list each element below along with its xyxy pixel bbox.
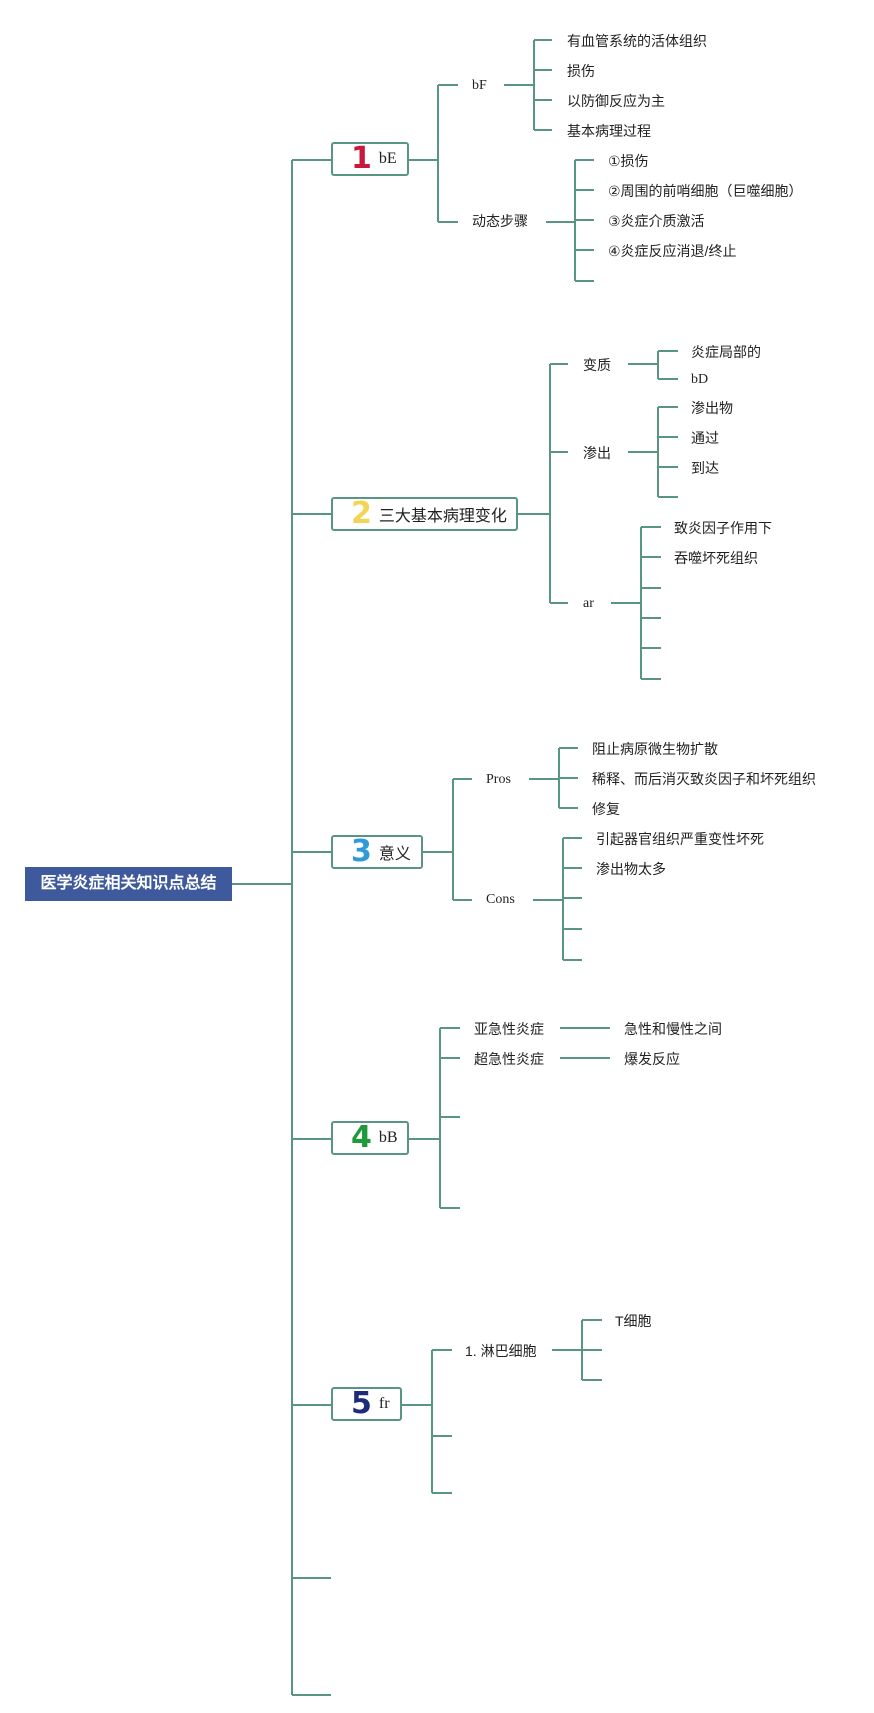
- subtopic-alteration[interactable]: 变质: [583, 357, 611, 373]
- leaf-item[interactable]: 炎症局部的: [691, 344, 761, 360]
- leaf-item[interactable]: 引起器官组织严重变性坏死: [596, 831, 764, 847]
- leaf-item[interactable]: bD: [691, 372, 709, 387]
- leaf-item[interactable]: ②周围的前哨细胞（巨噬细胞）: [608, 183, 803, 199]
- leaf-item[interactable]: 渗出物: [691, 400, 733, 416]
- number-1-icon: 1: [351, 141, 372, 176]
- leaf-item[interactable]: 爆发反应: [624, 1051, 680, 1067]
- topic-2-label: 三大基本病理变化: [378, 508, 507, 525]
- leaf-item[interactable]: 渗出物太多: [596, 861, 666, 877]
- subtopic-pros[interactable]: Pros: [486, 772, 511, 787]
- leaf-item[interactable]: 阻止病原微生物扩散: [592, 741, 718, 757]
- topic-1[interactable]: 1 bE: [331, 142, 409, 176]
- leaf-item[interactable]: 修复: [592, 801, 620, 817]
- topic-4[interactable]: 4 bB: [331, 1121, 409, 1155]
- topic-3[interactable]: 3 意义: [331, 835, 423, 869]
- leaf-item[interactable]: ③炎症介质激活: [608, 213, 705, 229]
- subtopic-hyperacute[interactable]: 超急性炎症: [474, 1051, 544, 1067]
- leaf-item[interactable]: 到达: [691, 460, 719, 476]
- subtopic-exudation[interactable]: 渗出: [583, 445, 611, 461]
- topic-4-label: bB: [378, 1129, 398, 1146]
- topic-3-label: 意义: [378, 846, 411, 863]
- leaf-item[interactable]: 稀释、而后消灭致炎因子和坏死组织: [592, 771, 816, 787]
- number-2-icon: 2: [351, 496, 372, 531]
- number-3-icon: 3: [351, 834, 372, 869]
- leaf-item[interactable]: 基本病理过程: [567, 123, 651, 139]
- number-4-icon: 4: [351, 1120, 372, 1155]
- leaf-item[interactable]: T细胞: [615, 1313, 652, 1329]
- leaf-item[interactable]: 吞噬坏死组织: [674, 550, 758, 566]
- number-5-icon: 5: [351, 1386, 372, 1421]
- leaf-item[interactable]: ④炎症反应消退/终止: [608, 243, 737, 259]
- topic-5[interactable]: 5 fr: [331, 1387, 402, 1421]
- topic-1-label: bE: [378, 150, 397, 167]
- leaf-item[interactable]: ①损伤: [608, 153, 649, 169]
- leaf-item[interactable]: 急性和慢性之间: [624, 1021, 722, 1037]
- leaf-item[interactable]: 损伤: [567, 63, 595, 79]
- topic-5-label: fr: [378, 1395, 390, 1412]
- leaf-item[interactable]: 通过: [691, 430, 719, 446]
- subtopic-subacute[interactable]: 亚急性炎症: [474, 1021, 544, 1037]
- leaf-item[interactable]: 有血管系统的活体组织: [567, 33, 707, 49]
- topic-2[interactable]: 2 三大基本病理变化: [331, 497, 518, 531]
- leaf-item[interactable]: 以防御反应为主: [567, 93, 665, 109]
- subtopic-lymphocyte[interactable]: 1. 淋巴细胞: [465, 1343, 537, 1359]
- subtopic-ar[interactable]: ar: [583, 596, 594, 611]
- subtopic-dynamic-steps[interactable]: 动态步骤: [472, 213, 528, 229]
- root-topic[interactable]: 医学炎症相关知识点总结: [25, 867, 232, 901]
- subtopic-bf[interactable]: bF: [472, 78, 487, 93]
- subtopic-cons[interactable]: Cons: [486, 892, 515, 907]
- leaf-item[interactable]: 致炎因子作用下: [674, 520, 772, 536]
